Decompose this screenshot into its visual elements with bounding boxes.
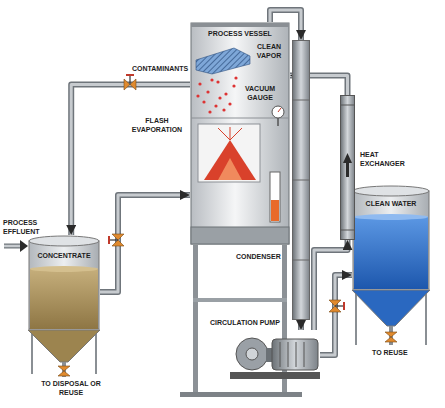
flow-arrow	[71, 84, 190, 235]
valve-symbol	[58, 366, 70, 376]
valve-symbol	[385, 332, 397, 342]
pipe-segment	[100, 195, 190, 292]
concentrate-tank-base	[28, 330, 100, 377]
pipe-segment	[314, 240, 348, 330]
flow-arrow	[301, 320, 302, 330]
flow-arrow	[314, 240, 348, 330]
part-label: VACUUM GAUGE	[240, 84, 280, 102]
node-label: PROCESS VESSEL	[190, 29, 290, 38]
condenser-column-shape	[292, 40, 310, 320]
storage-tank: CONCENTRATE	[28, 235, 100, 330]
pipe-segment	[314, 240, 348, 330]
valve-symbol	[124, 75, 136, 90]
valve-symbol	[329, 300, 344, 312]
valve-symbol	[109, 234, 124, 246]
part-label: CLEAN VAPOR	[250, 42, 288, 60]
storage-tank-shape	[28, 235, 100, 330]
part-label: TO REUSE	[372, 348, 408, 357]
node-label: HEAT EXCHANGER	[360, 150, 410, 168]
condenser-column: CONDENSER	[292, 40, 310, 320]
pipe-segment	[100, 195, 190, 292]
part-label: CONTAMINANTS	[132, 64, 188, 73]
clean-water-tank-base	[352, 290, 430, 345]
circulation-pump: CIRCULATION PUMP	[230, 330, 320, 380]
pipe-segment	[298, 320, 304, 330]
node-label: CONCENTRATE	[28, 251, 100, 260]
part-label: PROCESS EFFLUENT	[3, 218, 47, 236]
heat-exchanger-shape	[340, 95, 355, 240]
flow-arrow	[100, 195, 190, 292]
effluent-inlet-arrow	[4, 240, 28, 252]
pipe-connector	[301, 320, 302, 330]
flow-arrow	[320, 275, 352, 355]
storage-tank: CLEAN WATER	[352, 185, 430, 290]
heat-exchanger: HEAT EXCHANGER	[340, 95, 355, 240]
pipe-segment	[320, 275, 352, 355]
part-label: TO DISPOSAL OR REUSE	[36, 379, 106, 397]
pipe-segment	[300, 320, 303, 330]
pipe-segment	[320, 275, 352, 355]
pipe-segment	[71, 84, 190, 235]
circulation-pump-shape	[230, 330, 320, 380]
node-label: CONDENSER	[236, 252, 281, 261]
pipe-connector	[100, 195, 190, 292]
pipe-connector	[71, 84, 190, 235]
node-label: CLEAN WATER	[352, 199, 430, 208]
node-label: CIRCULATION PUMP	[210, 318, 280, 327]
pipe-connector	[320, 275, 352, 355]
part-label: FLASH EVAPORATION	[128, 116, 186, 134]
pipe-connector	[314, 240, 348, 330]
pipe-segment	[71, 84, 190, 235]
